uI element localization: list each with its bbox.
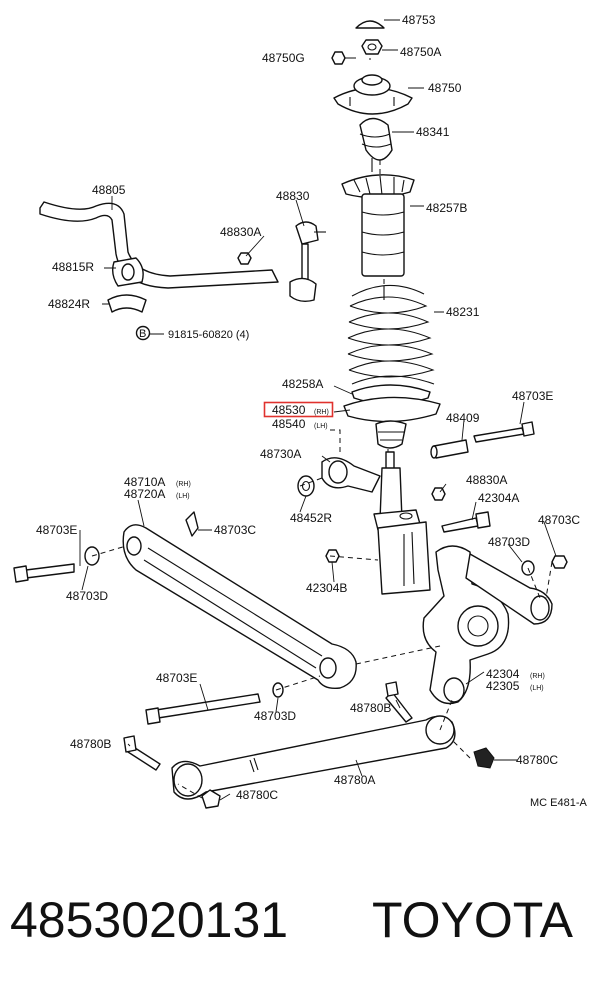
rear-axle-carrier-42304: [422, 545, 510, 705]
label-48720a-side: (LH): [176, 493, 190, 500]
assembly-guide-lines: [91, 231, 553, 799]
bolt-48780b-left: [123, 735, 161, 771]
nut-48830a-top: [237, 252, 252, 265]
label-48257b: 48257B: [426, 201, 467, 215]
label-48530-side: (RH): [314, 409, 329, 416]
label-48540: 48540: [272, 417, 306, 431]
upper-support-48750: [333, 74, 413, 115]
stabilizer-link-48830: [289, 221, 326, 303]
cap-48753: [355, 20, 385, 29]
label-48258a: 48258A: [282, 377, 323, 391]
bump-stopper-48341: [359, 117, 393, 172]
bolt-48409: [430, 439, 469, 459]
label-48703c-right: 48703C: [538, 513, 580, 527]
label-48703e-top: 48703E: [512, 389, 553, 403]
footer-brand: TOYOTA: [372, 892, 573, 948]
label-48703e-left: 48703E: [36, 523, 77, 537]
strut-rod-48730a: [321, 457, 381, 493]
coil-spring-48231: [347, 284, 435, 385]
nut-48780c-right: [473, 747, 495, 769]
shock-absorber-48530: [343, 396, 441, 471]
rear-link-right: [465, 553, 553, 625]
label-48780b-left: 48780B: [70, 737, 111, 751]
label-48830a-mid: 48830A: [466, 473, 507, 487]
nut-48750g: [331, 51, 346, 65]
bolt-48703e-top: [473, 421, 535, 443]
label-48710a: 48710A: [124, 475, 165, 489]
label-48815r: 48815R: [52, 260, 94, 274]
label-91815: 91815-60820 (4): [168, 329, 249, 341]
bracket-48824r: [107, 294, 147, 313]
nut-48703c-mid: [185, 511, 199, 537]
label-48780b-right: 48780B: [350, 701, 391, 715]
label-42305: 42305: [486, 679, 520, 693]
label-48730a: 48730A: [260, 447, 301, 461]
label-48703d-right: 48703D: [488, 535, 530, 549]
footer-part-number: 4853020131: [10, 892, 289, 948]
lateral-link-48780a: [171, 715, 456, 800]
label-48703d-low: 48703D: [254, 709, 296, 723]
label-48824r: 48824R: [48, 297, 90, 311]
spring-seat-48257b: [341, 174, 415, 277]
bolt-48703e-low: [145, 693, 261, 725]
label-48703c-mid: 48703C: [214, 523, 256, 537]
highlight-box-48530: [263, 401, 334, 418]
nut-48750a: [361, 39, 383, 55]
nut-48830a-mid: [431, 487, 446, 501]
bolt-42304a: [441, 511, 491, 533]
label-48231: 48231: [446, 305, 480, 319]
label-48750: 48750: [428, 81, 462, 95]
stabilizer-bar-48805: [39, 201, 279, 289]
label-48341: 48341: [416, 125, 450, 139]
label-48710a-side: (RH): [176, 481, 191, 488]
nut-48703c-right: [551, 555, 568, 569]
label-48830a-top: 48830A: [220, 225, 261, 239]
label-48720a: 48720A: [124, 487, 165, 501]
bushing-48815r: [111, 257, 144, 287]
label-48830: 48830: [276, 189, 310, 203]
label-42305-side: (LH): [530, 685, 544, 692]
lower-arm-48710a: [122, 524, 357, 690]
label-42304: 42304: [486, 667, 520, 681]
label-48409: 48409: [446, 411, 480, 425]
shock-absorber-body: [373, 467, 431, 595]
bolt-mark: B: [135, 325, 151, 341]
label-42304b: 42304B: [306, 581, 347, 595]
label-48452r: 48452R: [290, 511, 332, 525]
label-48530: 48530: [272, 403, 306, 417]
leader-lines: [79, 19, 557, 801]
label-48780c-right: 48780C: [516, 753, 558, 767]
bolt-mark-letter: B: [139, 328, 146, 340]
label-48780a: 48780A: [334, 773, 375, 787]
label-48805: 48805: [92, 183, 126, 197]
bolt-48703e-left: [13, 563, 75, 583]
label-42304-side: (RH): [530, 673, 545, 680]
diagram-reference-code: MC E481-A: [530, 797, 588, 809]
label-42304a: 42304A: [478, 491, 519, 505]
washer-48703d-low: [272, 682, 284, 698]
label-48703e-low: 48703E: [156, 671, 197, 685]
label-48540-side: (LH): [314, 423, 328, 430]
label-48703d-left: 48703D: [66, 589, 108, 603]
label-48753: 48753: [402, 13, 436, 27]
nut-48780c-low: [201, 789, 221, 809]
label-48750g: 48750G: [262, 51, 305, 65]
label-48780c-low: 48780C: [236, 788, 278, 802]
label-48750a: 48750A: [400, 45, 441, 59]
